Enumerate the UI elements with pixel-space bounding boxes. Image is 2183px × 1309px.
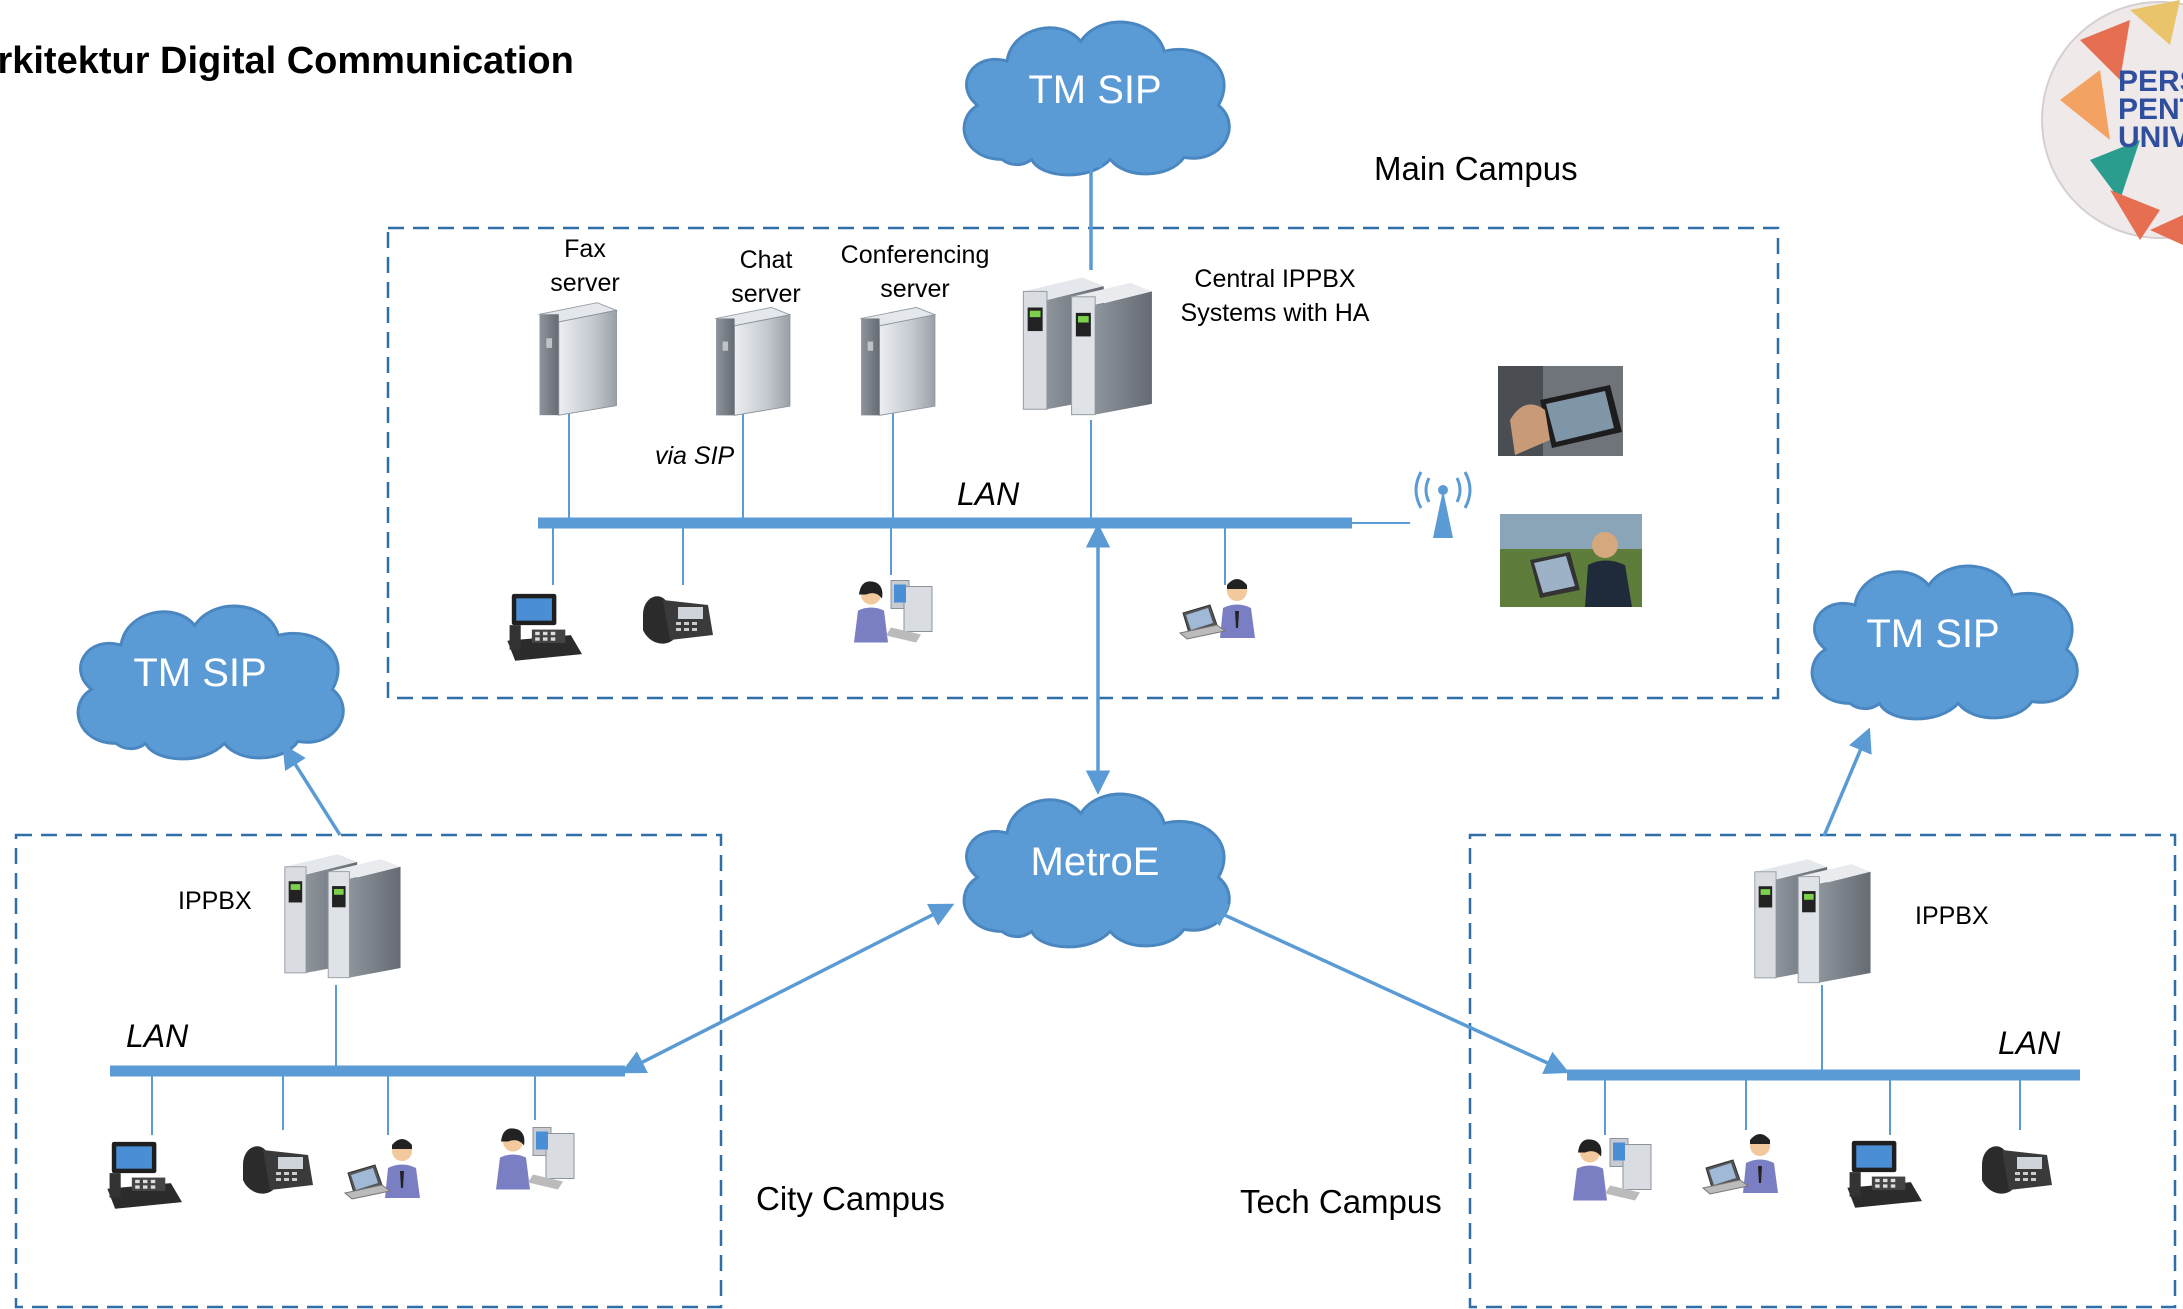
video-phone-icon (107, 1141, 182, 1209)
main-campus-box (386, 226, 1780, 700)
desktop-user-icon (853, 579, 933, 644)
video-phone-icon (507, 593, 582, 661)
logo-text-line-3: UNIVE (2118, 121, 2183, 154)
tech-lan-label: LAN (1998, 1025, 2061, 1061)
metroe-label: MetroE (1030, 840, 1160, 884)
chat-server-label: Chat server (731, 246, 801, 308)
desk-phone-icon (643, 596, 713, 644)
main-lan-label: LAN (957, 476, 1020, 512)
laptop-user-icon (1702, 1133, 1779, 1195)
tm-sip-right-label: TM SIP (1866, 612, 2000, 656)
desktop-user-icon (495, 1126, 575, 1191)
arrows (282, 143, 1872, 1074)
tm-sip-left-label: TM SIP (133, 651, 267, 695)
laptop-photo (1500, 514, 1642, 607)
city-campus-label: City Campus (756, 1180, 945, 1217)
desk-phone-icon (243, 1146, 313, 1194)
city-ippbx-server-icon (284, 853, 402, 979)
tm-sip-top-label: TM SIP (1028, 68, 1162, 112)
logo-text: PERS PENTA UNIVE (2118, 65, 2183, 154)
video-phone-icon (1847, 1140, 1922, 1208)
page-title: Arkitektur Digital Communication (0, 40, 574, 82)
tech-ippbx-label: IPPBX (1915, 902, 1989, 930)
fax-server-label: Fax server (550, 235, 620, 297)
city-lan-label: LAN (126, 1018, 189, 1054)
conferencing-server-icon (860, 306, 936, 416)
laptop-user-icon (1179, 578, 1256, 640)
desktop-user-icon (1572, 1137, 1652, 1202)
tech-campus-label: Tech Campus (1240, 1183, 1442, 1220)
tech-campus-box (1468, 833, 2177, 1309)
tablet-photo (1498, 366, 1623, 456)
logo-icon (2041, 0, 2183, 245)
chat-server-icon (715, 306, 791, 416)
tech-ippbx-server-icon (1754, 858, 1872, 984)
tech-connectors (1604, 985, 2021, 1135)
city-ippbx-label: IPPBX (178, 887, 252, 915)
city-connectors (151, 985, 536, 1135)
via-sip-label: via SIP (655, 442, 735, 470)
laptop-user-icon (344, 1138, 421, 1200)
conferencing-server-label: Conferencing server (840, 241, 990, 303)
logo-text-line-2: PENTA (2118, 93, 2183, 126)
central-ippbx-label: Central IPPBX Systems with HA (1180, 265, 1370, 327)
desk-phone-icon (1982, 1146, 2052, 1194)
logo-text-line-1: PERS (2118, 65, 2183, 98)
fax-server-icon (539, 302, 617, 416)
main-campus-label: Main Campus (1374, 150, 1578, 187)
wireless-antenna-icon (1414, 471, 1472, 538)
central-ippbx-server-icon (1022, 276, 1153, 416)
main-connectors (552, 410, 1410, 585)
